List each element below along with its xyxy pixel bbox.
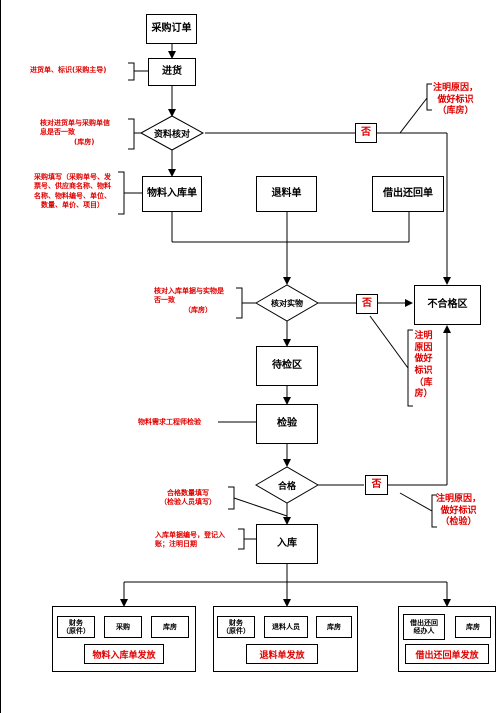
warehousing-node: 入库 bbox=[256, 524, 318, 564]
borrow-return-node: 借出还回单 bbox=[372, 176, 444, 212]
note-reason1-line2: 做好标识 bbox=[437, 94, 474, 105]
g2-finance-line2: （原件） bbox=[222, 627, 250, 635]
g1-warehouse-box: 库房 bbox=[151, 616, 189, 638]
diamond-qualified bbox=[255, 466, 319, 504]
g3-warehouse-box: 库房 bbox=[455, 616, 491, 638]
note-store-line1: 入库单据编号，登记入 bbox=[155, 531, 225, 539]
note-store-line2: 账；注明日期 bbox=[155, 540, 197, 549]
note-receiving: 进货单、标识(采购主导) bbox=[30, 66, 107, 74]
g2-distribution-label: 退料单发放 bbox=[246, 644, 318, 664]
diamond-doc-check bbox=[139, 115, 205, 151]
g1-finance-box: 财务 （原件） bbox=[57, 616, 95, 638]
note-fill-line2: 票号、供应商名称、物料 bbox=[34, 182, 111, 191]
purchase-order-node: 采购订单 bbox=[146, 14, 197, 44]
note-reason1-line1: 注明原因， bbox=[433, 83, 479, 93]
note-doc-check-line1: 核对进货单与采购单信 bbox=[40, 119, 110, 127]
pending-inspection-node: 待检区 bbox=[256, 346, 318, 386]
note-reason-warehouse: 注明原因， 做好标识 （库房） bbox=[433, 83, 478, 118]
doc-check-label: 资料核对 bbox=[153, 129, 190, 140]
note-phys-line2: 否一致 bbox=[154, 296, 175, 305]
g3-handler-box: 借出还回 经办人 bbox=[403, 614, 445, 640]
g3-handler-line2: 经办人 bbox=[413, 627, 435, 635]
note-reason3-line1: 注明原因， bbox=[436, 494, 482, 504]
receiving-node: 进货 bbox=[148, 58, 196, 86]
note-reason1-line3: （库房） bbox=[437, 106, 474, 117]
g2-warehouse-box: 库房 bbox=[316, 616, 352, 638]
note-inspection: 物料需求工程师检验 bbox=[138, 418, 201, 426]
note-physical-check: 核对入库单据与实物是 否一致 （库房） bbox=[154, 287, 224, 315]
note-reason3-line2: 做好标识 bbox=[440, 505, 477, 516]
g2-finance-box: 财务 （原件） bbox=[217, 616, 255, 638]
note-qual-line2: （检验人员填写） bbox=[160, 498, 216, 507]
note-qualified: 合格数量填写 （检验人员填写） bbox=[160, 489, 216, 508]
diamond-physical-check bbox=[255, 284, 319, 322]
note-warehousing: 入库单据编号，登记入 账；注明日期 bbox=[155, 531, 225, 550]
physical-check-label: 核对实物 bbox=[271, 298, 303, 308]
note-reason3-line3: （检验） bbox=[440, 517, 477, 528]
note-fill-in: 采购填写（采购单号、发 票号、供应商名称、物料 名称、物料编号、单位、 数量、单… bbox=[34, 173, 111, 211]
note-qual-line1: 合格数量填写 bbox=[167, 489, 209, 497]
note-phys-line1: 核对入库单据与实物是 bbox=[154, 287, 224, 295]
note-reason-vertical: 注明原因做好标识（库房） bbox=[414, 331, 433, 400]
note-fill-line3: 名称、物料编号、单位、 bbox=[34, 191, 111, 200]
g2-finance-line1: 财务 bbox=[229, 618, 243, 627]
return-note-node: 退料单 bbox=[256, 176, 317, 212]
note-fill-line1: 采购填写（采购单号、发 bbox=[34, 173, 111, 181]
note-fill-line4: 数量、单价、项目） bbox=[41, 201, 104, 210]
note-doc-check: 核对进货单与采购单信 息是否一致 (库房) bbox=[40, 119, 110, 147]
g1-purchase-box: 采购 bbox=[104, 616, 142, 638]
g2-returner-box: 退料人员 bbox=[264, 616, 308, 638]
qualified-label: 合格 bbox=[277, 481, 296, 492]
nonconforming-node: 不合格区 bbox=[414, 285, 481, 325]
g1-distribution-label: 物料入库单发放 bbox=[84, 644, 164, 664]
g1-finance-line1: 财务 bbox=[69, 618, 83, 627]
note-reason-inspection: 注明原因， 做好标识 （检验） bbox=[436, 494, 481, 529]
reject-label-doc-check: 否 bbox=[355, 123, 377, 143]
note-phys-line3: （库房） bbox=[184, 305, 212, 314]
reject-label-physical-check: 否 bbox=[356, 294, 378, 314]
g3-handler-line1: 借出还回 bbox=[410, 618, 438, 627]
reject-label-qualified: 否 bbox=[365, 475, 388, 495]
g3-distribution-label: 借出还回单发放 bbox=[405, 644, 489, 664]
material-receipt-node: 物料入库单 bbox=[142, 176, 202, 212]
inspection-node: 检验 bbox=[256, 404, 318, 444]
g1-finance-line2: （原件） bbox=[62, 627, 90, 635]
note-doc-check-line2: 息是否一致 bbox=[40, 128, 75, 137]
note-doc-check-line3: (库房) bbox=[74, 137, 95, 146]
